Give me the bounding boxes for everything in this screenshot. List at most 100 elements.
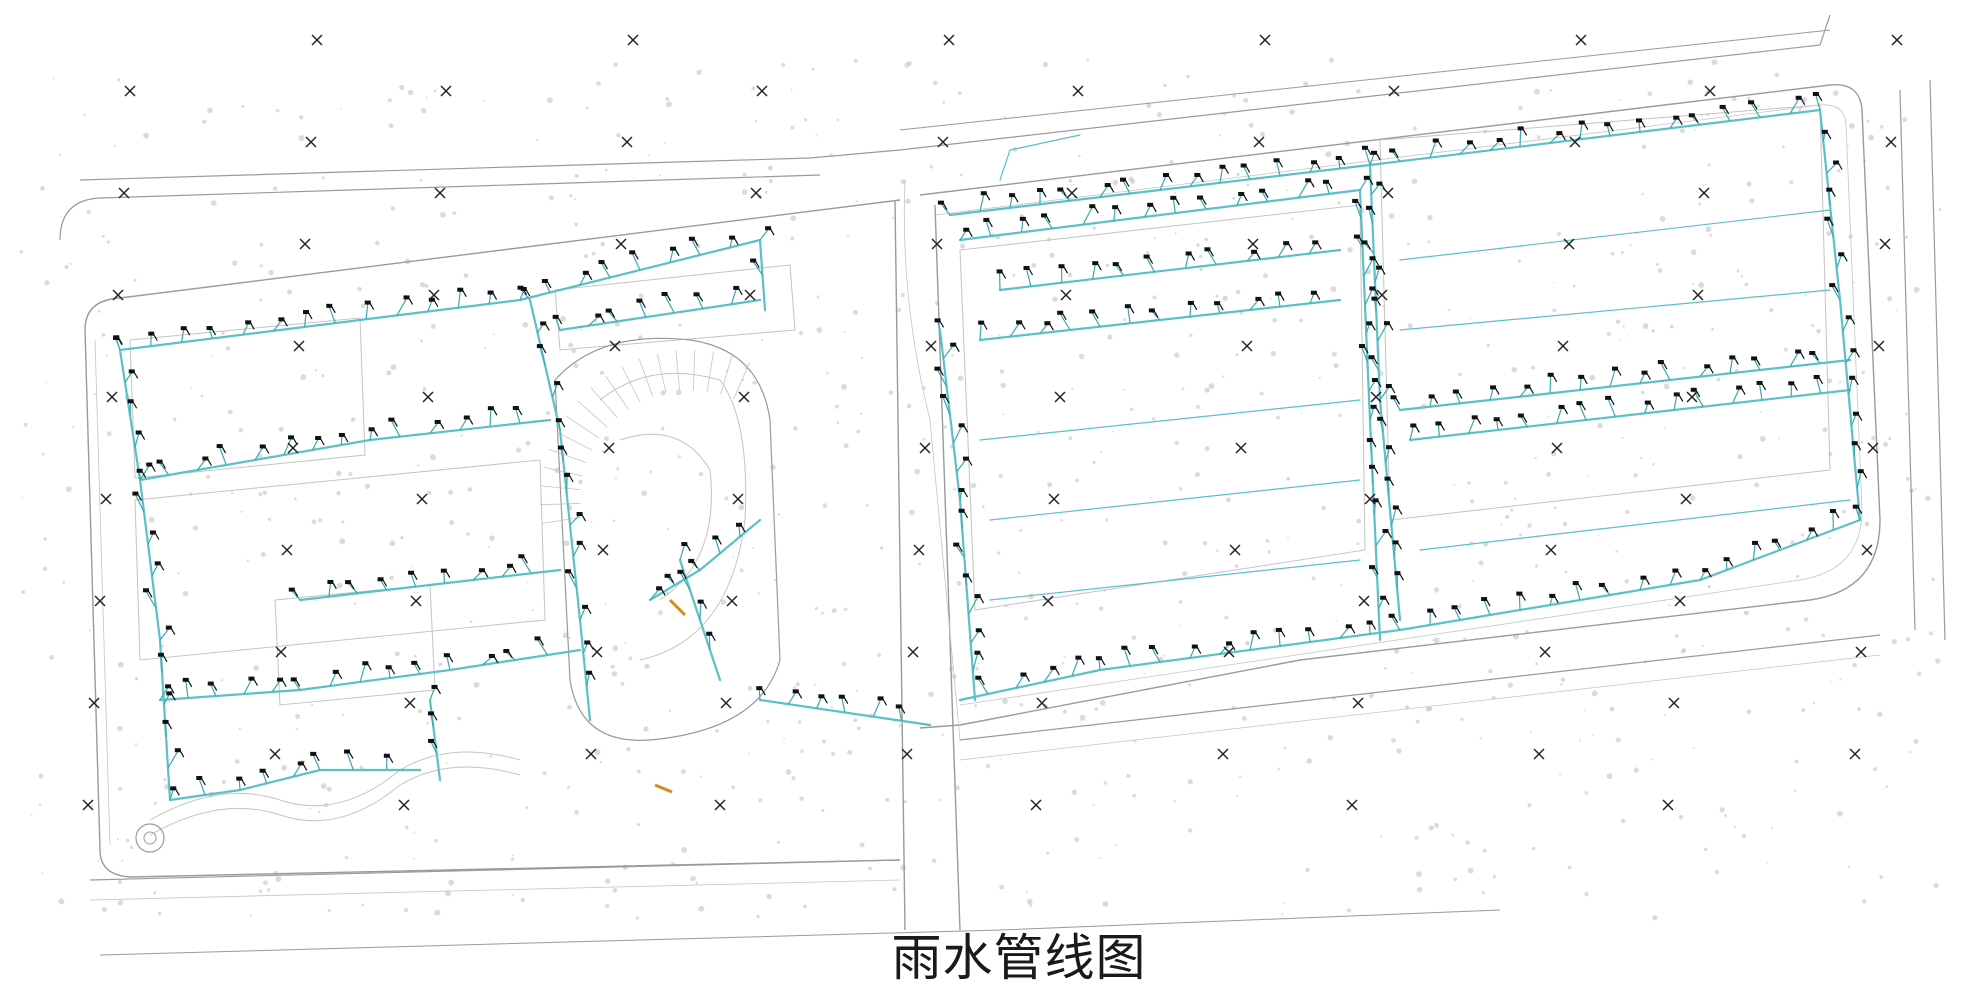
inlet-lead — [1384, 597, 1390, 606]
tree-dot — [438, 662, 443, 667]
cross-stroke — [1247, 238, 1259, 250]
cross-stroke — [1036, 697, 1048, 709]
inlet-box — [196, 776, 203, 781]
cross-icon — [1352, 697, 1364, 709]
inlet-lead — [1708, 365, 1714, 374]
inlet-icon — [1813, 374, 1824, 385]
inlet-branch — [1826, 163, 1837, 174]
inlet-icon — [364, 300, 375, 310]
tree-dot — [1188, 683, 1192, 687]
tree-dot — [153, 891, 157, 895]
inlet-branch — [446, 656, 451, 671]
inlet-branch — [380, 579, 388, 591]
inlet-lead — [1327, 181, 1333, 190]
inlet-box — [629, 250, 636, 255]
tree-dot — [1174, 232, 1177, 235]
tree-dot — [739, 568, 744, 573]
inlet-box — [565, 569, 572, 574]
cross-icon — [1030, 799, 1042, 811]
cross-icon — [621, 136, 633, 148]
inlet-box — [605, 308, 612, 313]
inlet-box — [978, 320, 985, 325]
inlet-box — [1143, 254, 1150, 259]
inlet-lead — [1695, 389, 1701, 398]
tree-dot — [93, 393, 96, 396]
inlet-lead — [1316, 242, 1322, 250]
inlet-box — [1369, 256, 1376, 261]
accent-segment — [654, 783, 673, 794]
inlet-lead — [1374, 257, 1380, 266]
inlet-branch — [159, 462, 170, 476]
inlet-icon — [1120, 177, 1130, 187]
cross-stroke — [714, 799, 726, 811]
tree-dot — [1071, 387, 1074, 391]
tree-dot — [732, 556, 735, 558]
tree-dot — [843, 443, 849, 449]
inlet-icon — [248, 676, 258, 686]
tree-dot — [41, 872, 44, 874]
tree-dot — [1798, 107, 1802, 112]
inlet-lead — [1174, 197, 1180, 206]
inlet-branch — [1549, 133, 1560, 144]
tree-dot — [1874, 242, 1879, 247]
cross-stroke — [1557, 340, 1569, 352]
inlet-icon — [1386, 445, 1396, 455]
inlet-lead — [538, 638, 545, 646]
inlet-lead — [1024, 674, 1030, 682]
site-line — [1929, 79, 1946, 641]
tree-dot — [1770, 827, 1774, 830]
tree-dot — [1795, 574, 1800, 579]
inlet-icon — [1857, 469, 1868, 479]
tree-dot — [259, 298, 263, 302]
inlet-icon — [428, 297, 439, 308]
tree-dot — [1519, 533, 1523, 537]
tree-dot — [1902, 117, 1908, 122]
inlet-branch — [167, 750, 179, 769]
tree-dot — [419, 178, 423, 182]
inlet-lead — [373, 428, 379, 437]
tree-dot — [117, 725, 123, 732]
inlet-lead — [211, 327, 217, 336]
inlet-box — [1857, 469, 1864, 474]
tree-dot — [58, 898, 65, 905]
inlet-icon — [1335, 155, 1346, 166]
tree-dot — [1584, 791, 1589, 795]
tree-dot — [1099, 700, 1106, 706]
inlet-box — [428, 738, 435, 743]
cross-stroke — [738, 391, 750, 403]
tree-dot — [614, 477, 617, 480]
tree-dot — [1652, 462, 1655, 466]
inlet-icon — [756, 686, 766, 696]
tree-dot — [1128, 176, 1134, 182]
inlet-icon — [1089, 309, 1099, 319]
inlet-lead — [541, 345, 547, 354]
tree-dot — [23, 422, 28, 427]
tree-dot — [267, 517, 272, 521]
inlet-branch — [1146, 257, 1156, 273]
inlet-box — [963, 227, 970, 232]
tree-dot — [1182, 571, 1188, 577]
tree-dot — [520, 897, 525, 903]
inlet-icon — [1369, 256, 1380, 266]
tree-dot — [1525, 629, 1529, 633]
tree-dot — [568, 636, 571, 640]
tree-dot — [1702, 644, 1705, 648]
tree-dot — [1215, 549, 1219, 552]
tree-dot — [1427, 214, 1433, 221]
inlet-branch — [163, 694, 170, 705]
tree-dot — [814, 683, 817, 686]
inlet-box — [750, 258, 757, 263]
inlet-box — [1572, 581, 1579, 586]
inlet-icon — [1729, 355, 1739, 365]
inlet-branch — [311, 438, 319, 451]
inlet-branch — [1789, 352, 1799, 367]
tree-dot — [525, 440, 531, 446]
tree-dot — [1047, 482, 1053, 488]
inlet-lead — [1350, 626, 1356, 634]
inlet-icon — [1273, 158, 1284, 168]
site-line — [129, 317, 366, 479]
inlet-box — [1044, 321, 1051, 326]
inlet-box — [440, 568, 447, 573]
inlet-icon — [428, 738, 438, 749]
tree-dot — [1879, 875, 1884, 880]
